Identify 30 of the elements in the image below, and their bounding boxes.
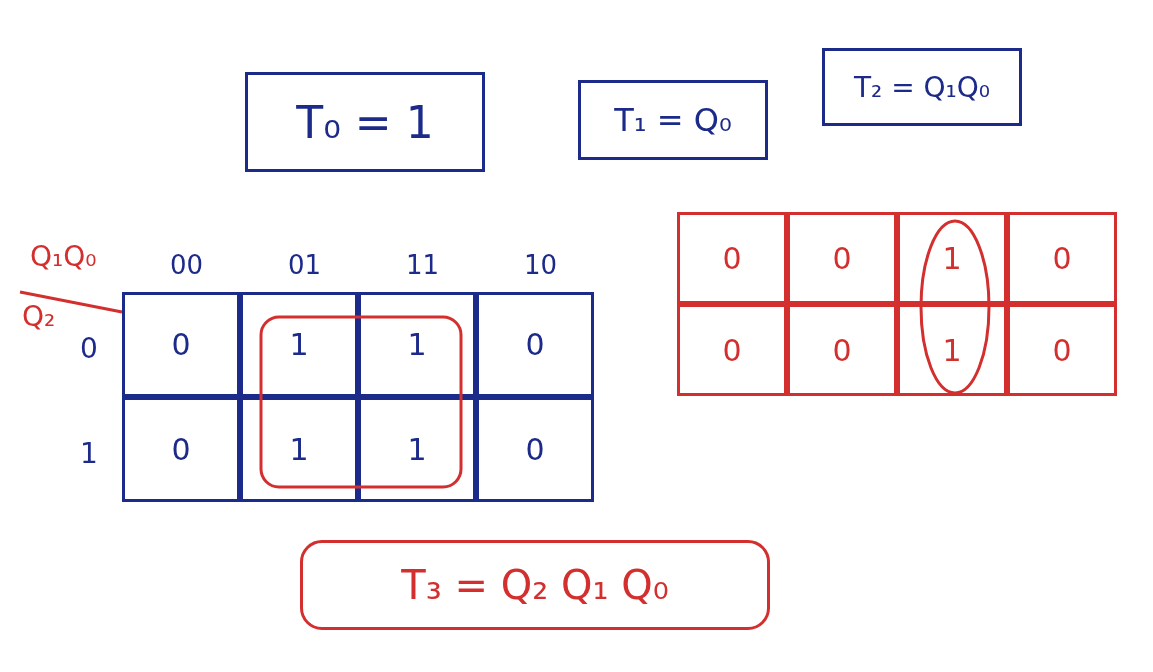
map-cell: 0 bbox=[677, 212, 787, 304]
grouping-loop bbox=[259, 315, 463, 489]
map-cell: 0 bbox=[122, 397, 240, 502]
map-cell: 0 bbox=[1007, 212, 1117, 304]
map-cell: 0 bbox=[122, 292, 240, 397]
row-header: 1 bbox=[80, 436, 98, 470]
column-header: 01 bbox=[288, 250, 322, 280]
column-header: 00 bbox=[170, 250, 204, 280]
variable-header: Q₂ bbox=[22, 300, 56, 333]
map-cell: 1 bbox=[358, 397, 476, 502]
map-cell: 1 bbox=[240, 292, 358, 397]
equation-box: T₃ = Q₂ Q₁ Q₀ bbox=[300, 540, 770, 630]
map-cell: 1 bbox=[358, 292, 476, 397]
grouping-loop bbox=[919, 219, 991, 395]
equation-box: T₂ = Q₁Q₀ bbox=[822, 48, 1022, 126]
map-cell: 1 bbox=[897, 304, 1007, 396]
map-cell: 0 bbox=[787, 212, 897, 304]
column-header: 11 bbox=[406, 250, 440, 280]
row-header: 0 bbox=[80, 331, 98, 365]
equation-box: T₀ = 1 bbox=[245, 72, 485, 172]
map-cell: 1 bbox=[897, 212, 1007, 304]
equation-box: T₁ = Q₀ bbox=[578, 80, 768, 160]
variable-header: Q₁Q₀ bbox=[30, 240, 97, 273]
map-cell: 0 bbox=[476, 292, 594, 397]
map-cell: 0 bbox=[787, 304, 897, 396]
map-cell: 0 bbox=[1007, 304, 1117, 396]
column-header: 10 bbox=[524, 250, 558, 280]
map-cell: 0 bbox=[677, 304, 787, 396]
map-cell: 1 bbox=[240, 397, 358, 502]
map-cell: 0 bbox=[476, 397, 594, 502]
